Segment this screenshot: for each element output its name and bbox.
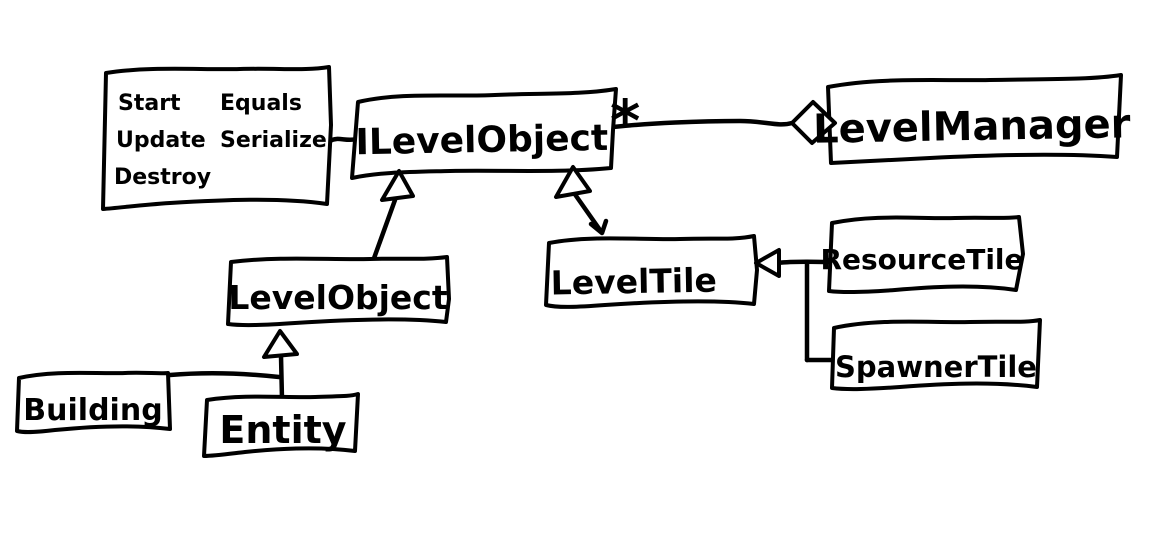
note-method-equals: Equals — [220, 91, 302, 116]
ilevelobject-label: ILevelObject — [355, 118, 608, 163]
entity-label: Entity — [219, 408, 346, 452]
entity-box — [202, 392, 360, 458]
building-box — [15, 370, 172, 435]
spawnertile-box — [830, 318, 1042, 392]
building-label: Building — [23, 393, 162, 428]
entity-inheritance-line — [278, 353, 285, 402]
spawnertile-label: SpawnerTile — [835, 350, 1037, 384]
levelmanager-label: LevelManager — [813, 101, 1131, 153]
leveltile-line-arrowhead-icon — [588, 218, 609, 236]
resourcetile-label: ResourceTile — [820, 243, 1023, 276]
inheritance-triangle-tilechildren-icon — [754, 248, 781, 278]
building-inheritance-line — [167, 371, 282, 380]
leveltile-box — [544, 234, 759, 309]
leveltile-label: LevelTile — [550, 261, 717, 303]
resourcetile-box — [827, 215, 1025, 295]
ilevelobject-box — [350, 87, 618, 180]
inheritance-triangle-levelobject-icon — [380, 169, 415, 202]
inheritance-triangle-entity-icon — [262, 329, 299, 359]
note-method-update: Update — [116, 128, 206, 153]
aggregation-multiplicity-label: * — [610, 87, 640, 155]
tile-children-horizontal-line — [775, 259, 833, 266]
methods-note-box — [101, 65, 333, 211]
levelobject-inheritance-line — [370, 197, 398, 264]
levelmanager-box — [826, 73, 1123, 165]
aggregation-line — [610, 118, 795, 130]
levelobject-box — [226, 255, 451, 328]
note-method-serialize: Serialize — [220, 128, 327, 153]
note-method-destroy: Destroy — [114, 165, 211, 190]
levelobject-label: LevelObject — [228, 278, 448, 317]
note-method-start: Start — [118, 91, 181, 116]
aggregation-diamond-icon — [790, 100, 837, 145]
inheritance-triangle-leveltile-icon — [554, 165, 592, 199]
leveltile-inheritance-line — [571, 190, 603, 233]
